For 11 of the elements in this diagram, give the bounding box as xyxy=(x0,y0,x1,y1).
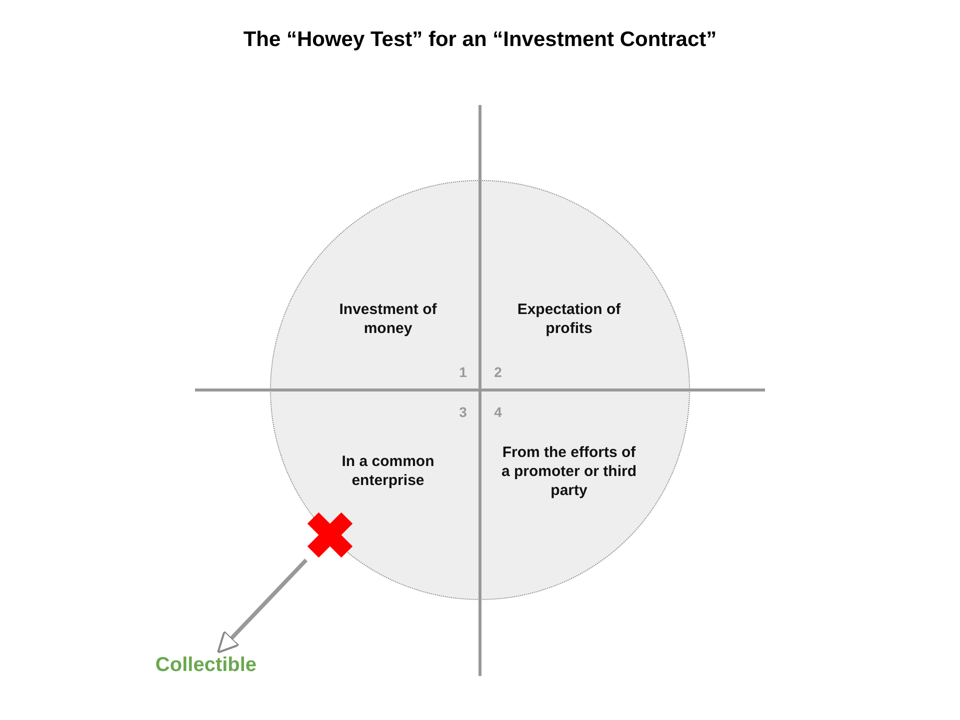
criterion-text: Expectation of profits xyxy=(499,299,639,339)
quadrant-number: 3 xyxy=(458,403,468,422)
criterion-text: From the efforts of a promoter or third party xyxy=(501,441,637,501)
quadrant-number: 4 xyxy=(493,403,503,422)
criterion-text: Investment of money xyxy=(318,299,458,339)
criterion-text: In a common enterprise xyxy=(318,451,458,491)
quadrant-number: 2 xyxy=(493,363,503,382)
arrow xyxy=(216,558,308,654)
result-label: Collectible xyxy=(150,651,262,679)
diagram-title: The “Howey Test” for an “Investment Contract” xyxy=(242,28,718,52)
quadrant-number: 1 xyxy=(458,363,468,382)
